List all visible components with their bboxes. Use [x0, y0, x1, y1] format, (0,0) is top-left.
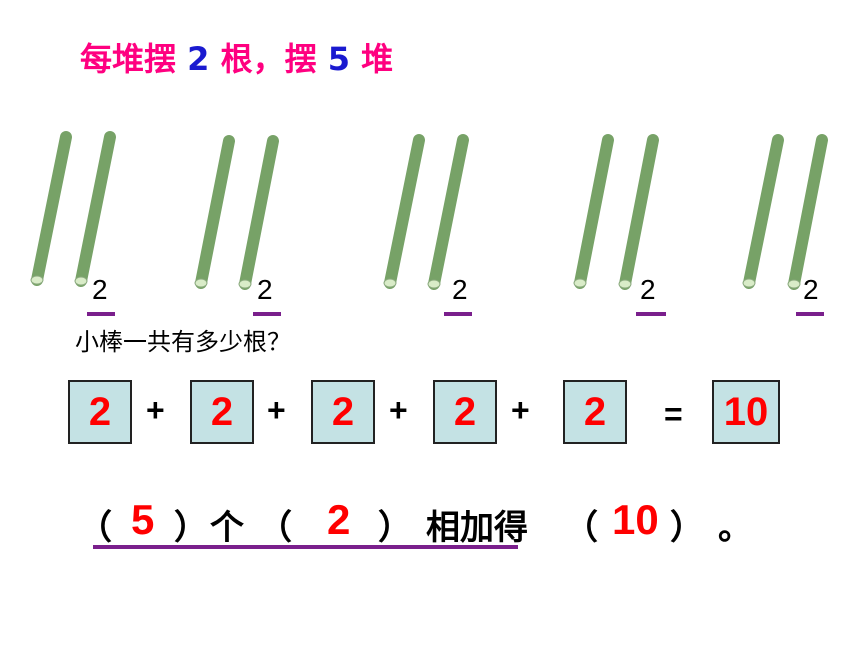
period: 。 [718, 508, 752, 548]
plus-sign: + [511, 392, 530, 428]
stick [239, 135, 279, 290]
addend-box-3: 2 [311, 380, 375, 444]
title-num-piles: 5 [327, 40, 350, 78]
paren-open: （ [258, 508, 292, 548]
plus-sign: + [267, 392, 286, 428]
group-count-1: 2 [92, 274, 108, 305]
count-underline [636, 312, 666, 316]
group-count-5: 2 [803, 274, 819, 305]
stick [195, 135, 235, 289]
stick-groups [30, 131, 828, 290]
stick-end [573, 278, 587, 288]
page-title: 每堆摆 2 根，摆 5 堆 [80, 34, 393, 80]
plus-sign: + [146, 392, 165, 428]
stick [31, 131, 72, 286]
paren-open: （ [564, 508, 598, 548]
stick-end [238, 279, 252, 289]
stick-end [742, 278, 756, 288]
title-num-per-pile: 2 [187, 40, 210, 78]
paren-close: ） [174, 508, 208, 548]
title-text-3: 堆 [361, 40, 394, 78]
title-text-1: 每堆摆 [80, 40, 177, 78]
group-count-3: 2 [452, 274, 468, 305]
group-count-4: 2 [640, 274, 656, 305]
stick-group-4 [573, 134, 659, 290]
addend-box-1: 2 [68, 380, 132, 444]
stick-group-1 [30, 131, 116, 287]
count-underline [444, 312, 472, 316]
sentence-underline [93, 545, 518, 549]
answer-per-pile: 2 [327, 496, 351, 543]
title-text-2: 根，摆 [220, 40, 317, 78]
stick-end [618, 279, 632, 289]
paren-close: ） [670, 508, 704, 548]
stick [743, 134, 784, 289]
stick-end [194, 278, 208, 288]
stick-group-2 [194, 135, 279, 290]
paren-close: ） [378, 508, 412, 548]
stick [428, 134, 469, 290]
addend-box-5: 2 [563, 380, 627, 444]
word-sum: 相加得 [426, 508, 528, 548]
question-text: 小棒一共有多少根？ [75, 328, 291, 356]
addend-box-2: 2 [190, 380, 254, 444]
plus-sign: + [389, 392, 408, 428]
stick [574, 134, 614, 289]
stick-end [383, 278, 397, 288]
word-ge: 个 [210, 508, 244, 548]
count-underline [796, 312, 824, 316]
stick-end [74, 276, 88, 286]
answer-total: 10 [612, 496, 659, 543]
result-box: 10 [712, 380, 780, 444]
stick-end [427, 279, 441, 289]
paren-open: （ [78, 508, 112, 548]
stick-end [30, 275, 44, 285]
answer-piles: 5 [131, 496, 155, 543]
stick-group-5 [742, 134, 828, 290]
equals-sign: = [664, 396, 683, 432]
stick [788, 134, 828, 290]
stick [75, 131, 116, 287]
stick [384, 134, 425, 289]
stick [619, 134, 659, 290]
group-count-2: 2 [257, 274, 273, 305]
stick-group-3 [383, 134, 469, 290]
count-underline [253, 312, 281, 316]
addend-box-4: 2 [433, 380, 497, 444]
count-underline [87, 312, 115, 316]
stick-end [787, 279, 801, 289]
